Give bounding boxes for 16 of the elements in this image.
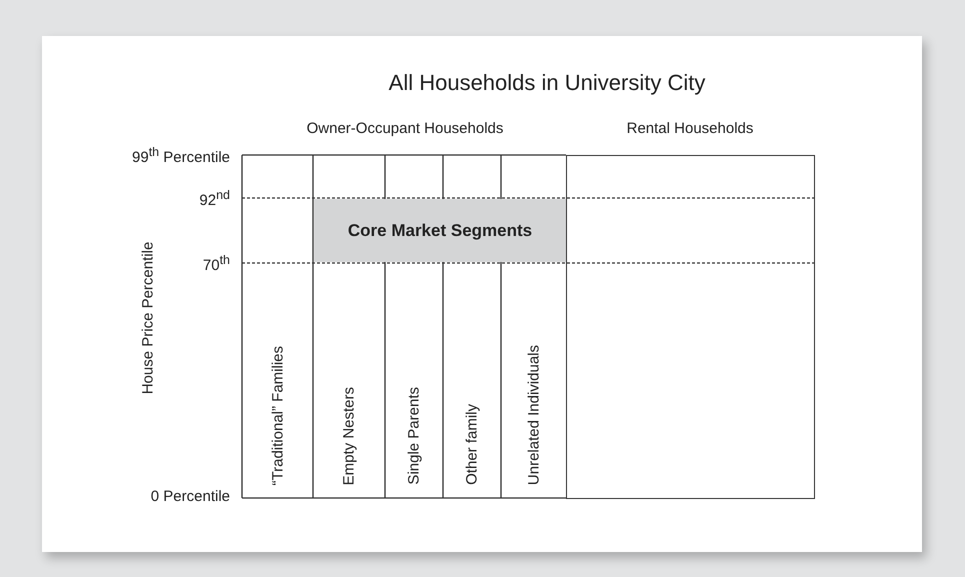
column-label: “Traditional” Families [269, 346, 286, 485]
shaded-band [314, 199, 566, 262]
band-label: Core Market Segments [348, 220, 532, 240]
column-box [566, 155, 815, 499]
axis-tick-label: 99$^{th}$ Percentile [132, 145, 230, 166]
axis-tick-label: 70$^{th}$ [202, 253, 230, 274]
column-label: Single Parents [406, 387, 422, 485]
column-label: Other family [464, 404, 480, 485]
diagram-title: All Households in University City [388, 70, 706, 96]
column-group-heading: Rental Households [626, 120, 754, 137]
column-label: Unrelated Individuals [525, 344, 542, 485]
column-label: Empty Nesters [340, 386, 358, 485]
axis-tick-label: 0 Percentile [150, 488, 230, 505]
column-group-heading: Owner-Occupant Households [306, 120, 504, 137]
axis-title: House Price Percentile [140, 242, 156, 394]
axis-tick-label: 92$^{nd}$ [199, 188, 230, 209]
